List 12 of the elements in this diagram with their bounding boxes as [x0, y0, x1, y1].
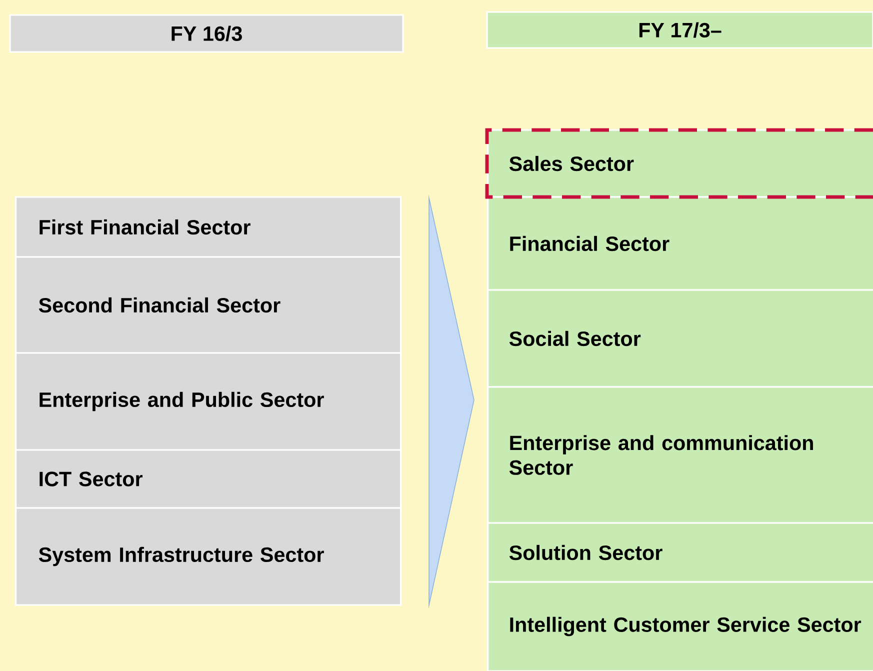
sector-box: Sales Sector [487, 129, 873, 198]
column-header: FY 17/3– [486, 11, 873, 49]
sector-box: Solution Sector [487, 522, 873, 583]
sector-box: Intelligent Customer Service Sector [487, 581, 873, 671]
sector-box: Second Financial Sector [15, 256, 402, 354]
sector-box: First Financial Sector [15, 196, 402, 258]
sector-box: ICT Sector [15, 449, 402, 509]
sector-box: System Infrastructure Sector [15, 507, 402, 606]
column-header: FY 16/3 [9, 14, 404, 53]
sector-box: Financial Sector [487, 196, 873, 291]
sector-box: Enterprise and Public Sector [15, 352, 402, 451]
sector-box: Social Sector [487, 289, 873, 388]
